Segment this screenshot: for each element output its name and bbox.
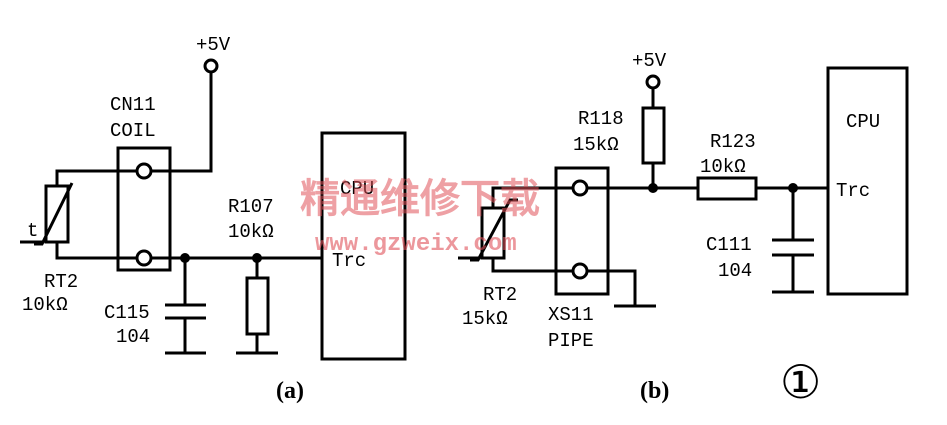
r107-resistor xyxy=(245,276,270,336)
cn11-pin1 xyxy=(135,162,153,180)
rt2-ref-a: RT2 xyxy=(44,271,78,293)
circuit-a: +5V CN11 COIL t RT2 10kΩ C115 104 xyxy=(20,34,407,404)
cn11-ref: CN11 xyxy=(110,94,156,116)
rt2-val-b: 15kΩ xyxy=(462,308,508,330)
figure-number: ① xyxy=(780,355,821,409)
junction-b1 xyxy=(648,183,658,193)
cn11-name: COIL xyxy=(110,120,156,142)
caption-b: (b) xyxy=(640,378,669,404)
r107-ref: R107 xyxy=(228,196,274,218)
c111-val: 104 xyxy=(718,260,752,282)
wire-rt-bottom-b xyxy=(491,258,573,273)
c111-ref: C111 xyxy=(706,234,752,256)
circuit-b: +5V R118 15kΩ XS11 PIPE RT2 15kΩ R123 10… xyxy=(458,50,909,404)
vcc-label-b: +5V xyxy=(632,50,667,72)
vcc-terminal-b xyxy=(645,74,661,90)
c115-val: 104 xyxy=(116,326,150,348)
cpu-label-b: CPU xyxy=(846,111,880,133)
r118-val: 15kΩ xyxy=(573,134,619,156)
xs11-ref: XS11 xyxy=(548,304,594,326)
watermark-cn: 精通维修下载 xyxy=(300,176,540,222)
r123-ref: R123 xyxy=(710,131,756,153)
cn11-pin2 xyxy=(135,249,153,267)
xs11-pin2 xyxy=(571,262,589,280)
vcc-label-a: +5V xyxy=(196,34,231,56)
wire-rt-top-b xyxy=(491,186,573,208)
thermistor-slash-b xyxy=(470,198,518,262)
xs11-pin1 xyxy=(571,179,589,197)
cpu-box-b xyxy=(826,66,909,296)
caption-a: (a) xyxy=(276,378,304,404)
r118-resistor xyxy=(641,106,666,165)
xs11-name: PIPE xyxy=(548,330,594,352)
cpu-pin-b: Trc xyxy=(836,180,870,202)
cpu-pin-a: Trc xyxy=(332,250,366,272)
rt2-val-a: 10kΩ xyxy=(22,294,68,316)
c115-ref: C115 xyxy=(104,302,150,324)
r123-resistor xyxy=(696,176,758,201)
wire-rt-top xyxy=(55,169,137,186)
vcc-terminal-a xyxy=(203,58,219,74)
r123-val: 10kΩ xyxy=(700,156,746,178)
cpu-label-a: CPU xyxy=(340,178,374,200)
thermistor-slash-a xyxy=(34,182,74,246)
rt2-ref-b: RT2 xyxy=(483,284,517,306)
thermistor-t-a: t xyxy=(27,220,38,242)
r107-val: 10kΩ xyxy=(228,221,274,243)
wire-vcc-a xyxy=(151,72,213,173)
r118-ref: R118 xyxy=(578,108,624,130)
cpu-box-a xyxy=(320,131,407,361)
wire-gnd-b xyxy=(587,269,637,306)
watermark-url: www.gzweix.com xyxy=(315,231,517,258)
wire-rt-bottom xyxy=(55,242,137,260)
